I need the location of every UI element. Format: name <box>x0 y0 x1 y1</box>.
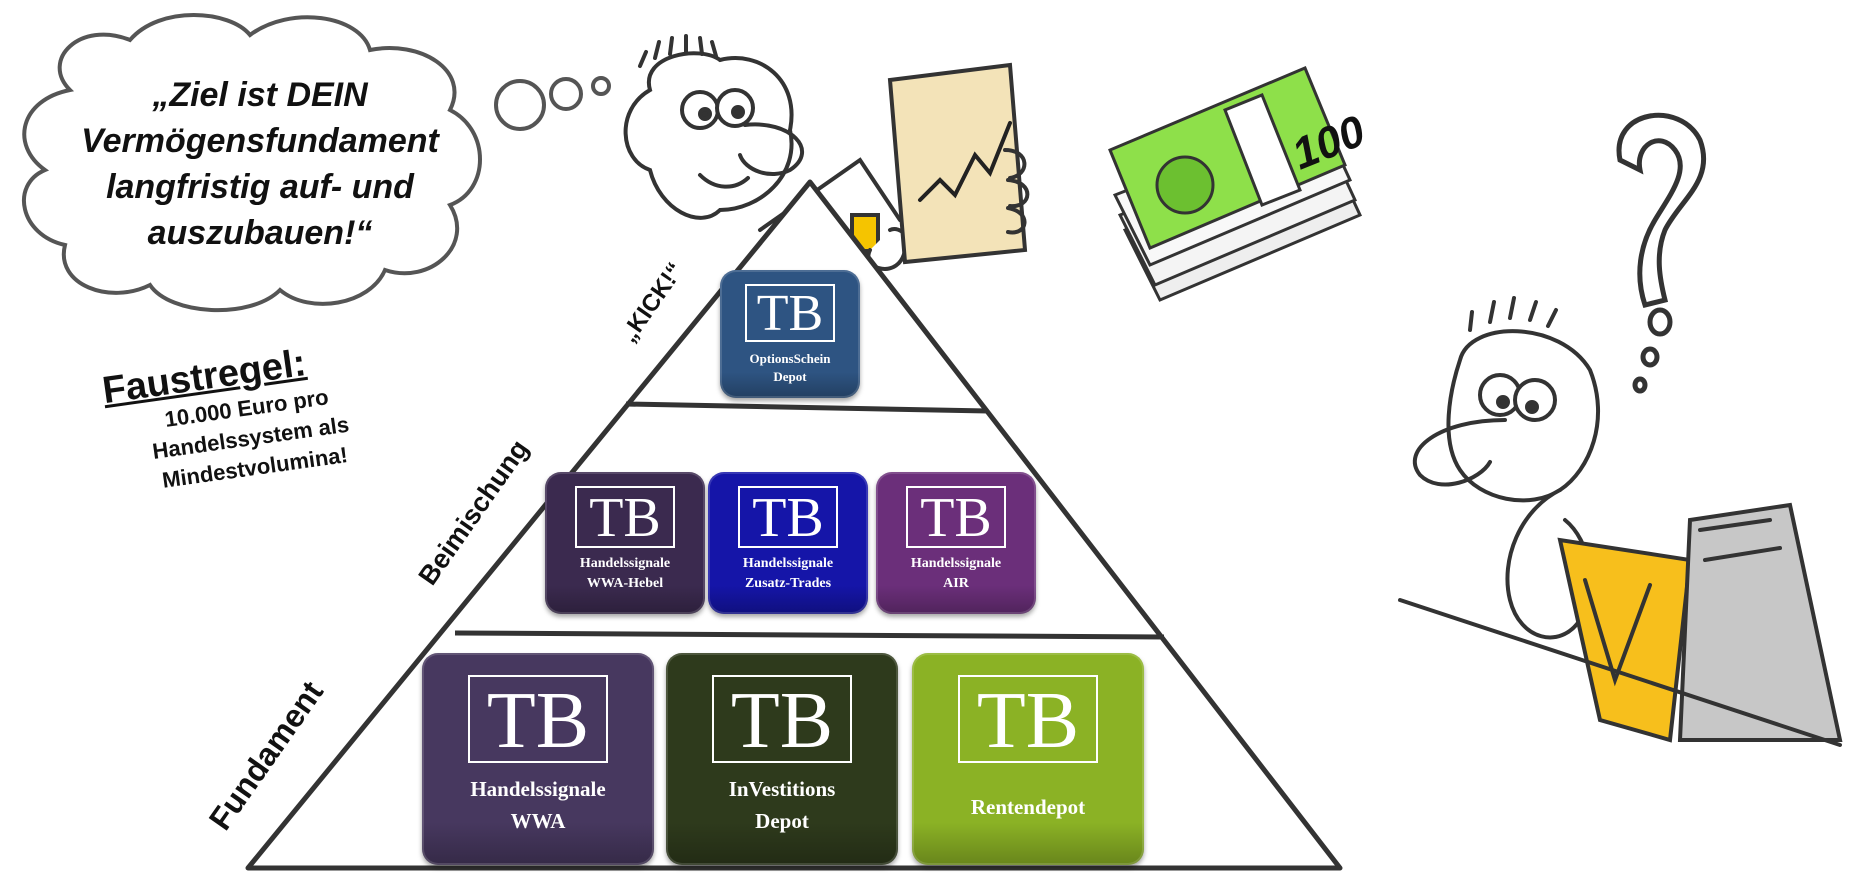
tile-caption-line-1: Handelssignale <box>910 556 1002 571</box>
tb-logo-icon: TB <box>958 675 1098 763</box>
tb-logo-icon: TB <box>575 486 675 548</box>
tile-rentendepot[interactable]: TB Rentendepot <box>912 653 1144 865</box>
thought-cloud <box>21 13 611 313</box>
tb-logo-icon: TB <box>745 284 835 342</box>
tile-handelssignale-wwa-hebel[interactable]: TB Handelssignale WWA-Hebel <box>545 472 705 614</box>
thought-line-4: auszubauen!“ <box>147 214 373 252</box>
cartoon-man-top <box>623 34 1030 271</box>
tile-investitions-depot[interactable]: TB InVestitions Depot <box>666 653 898 865</box>
tile-caption-line-2: Depot <box>773 369 807 384</box>
thought-bubble-text: „Ziel ist DEIN Vermögensfundament langfr… <box>60 72 460 256</box>
tile-caption-line-1: Handelssignale <box>742 556 834 571</box>
tb-logo-icon: TB <box>738 486 838 548</box>
tile-caption-line-1: Handelssignale <box>579 556 671 571</box>
tile-caption-line-1: OptionsSchein <box>749 351 831 366</box>
thought-line-3: langfristig auf- und <box>106 168 414 206</box>
tile-handelssignale-zusatz-trades[interactable]: TB Handelssignale Zusatz-Trades <box>708 472 868 614</box>
tb-logo-icon: TB <box>712 675 852 763</box>
tile-caption-line-2: Depot <box>755 809 809 833</box>
question-mark <box>1616 112 1707 394</box>
tile-caption-line-2: Zusatz-Trades <box>744 576 832 591</box>
tile-caption-line-1: Handelssignale <box>470 777 606 801</box>
tile-handelssignale-air[interactable]: TB Handelssignale AIR <box>876 472 1036 614</box>
tile-handelssignale-wwa[interactable]: TB Handelssignale WWA <box>422 653 654 865</box>
tb-logo-icon: TB <box>468 675 608 763</box>
banknote-stack <box>1108 66 1363 302</box>
thought-line-2: Vermögensfundament <box>81 122 439 160</box>
thought-line-1: „Ziel ist DEIN <box>152 76 368 114</box>
tile-caption-line-1: Rentendepot <box>970 795 1086 819</box>
tile-optionsschein-depot[interactable]: TB OptionsSchein Depot <box>720 270 860 398</box>
tile-caption-line-1: InVestitions <box>728 777 836 801</box>
tile-caption-line-2: WWA <box>510 809 566 833</box>
tile-caption-line-2: AIR <box>943 576 969 591</box>
tb-logo-icon: TB <box>906 486 1006 548</box>
cartoon-man-thinking <box>1398 296 1843 747</box>
tile-caption-line-2: WWA-Hebel <box>586 576 664 591</box>
